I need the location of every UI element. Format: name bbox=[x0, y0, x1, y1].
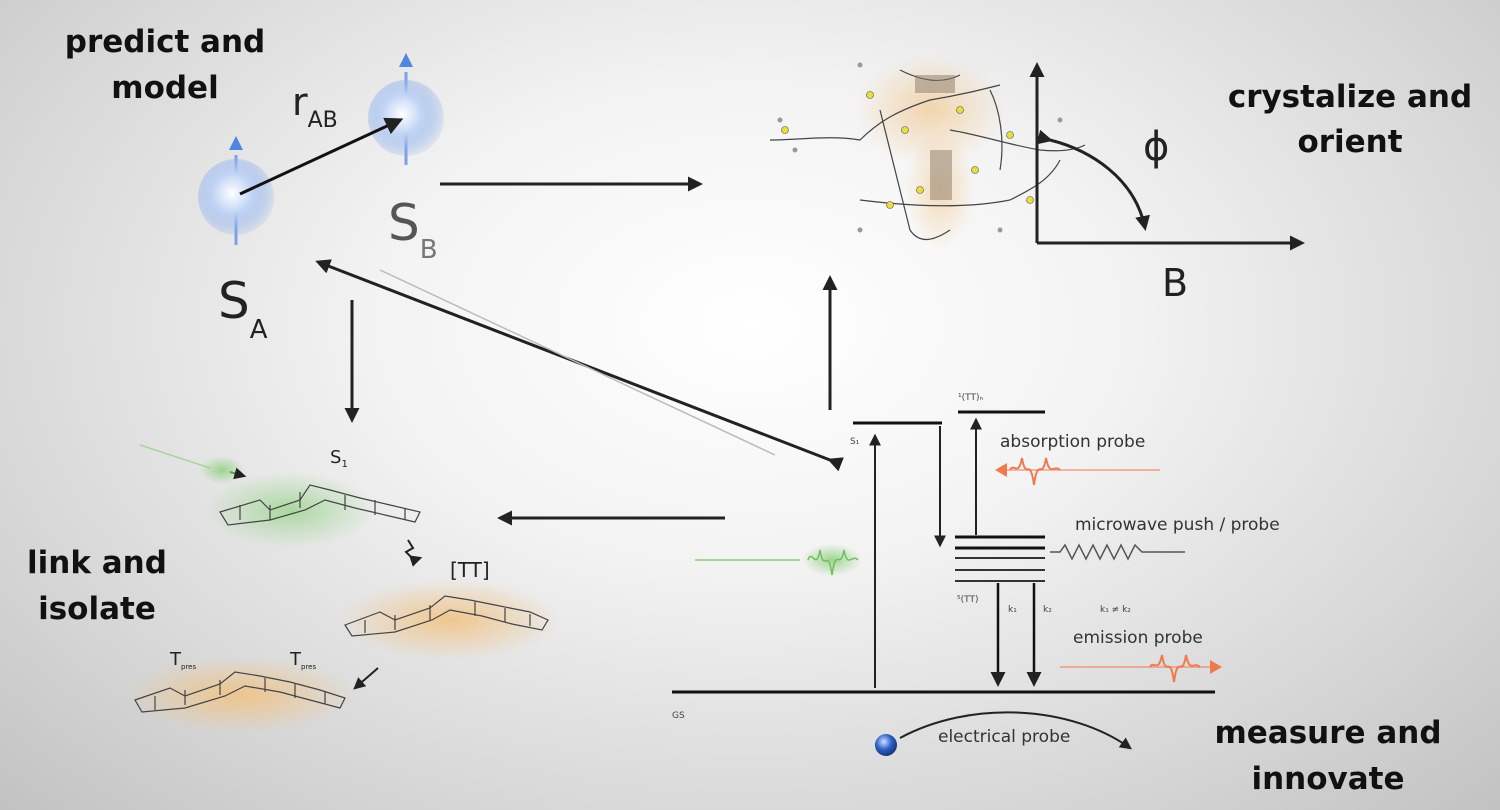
emission-arrow-icon bbox=[1210, 660, 1222, 674]
spin-a-label: SA bbox=[218, 272, 268, 345]
k1-label: k₁ bbox=[1008, 605, 1017, 615]
molecule-tt-label: [TT] bbox=[450, 558, 490, 582]
tt-upper-label: ¹(TT)ₙ bbox=[958, 393, 983, 403]
gs-label: GS bbox=[672, 711, 685, 721]
emission-probe-label: emission probe bbox=[1073, 628, 1203, 648]
electrical-probe-arc bbox=[899, 711, 1132, 750]
molecules: S1 [TT] Tpres Tpres bbox=[125, 444, 560, 733]
k2-label: k₂ bbox=[1043, 605, 1052, 615]
absorption-probe-label: absorption probe bbox=[1000, 432, 1145, 452]
crystal-structure bbox=[769, 55, 1086, 250]
arrow-return-line bbox=[379, 269, 776, 456]
microwave-wave bbox=[1050, 543, 1185, 561]
heading-predict-line1: predict and bbox=[65, 24, 266, 60]
heading-measure-line1: measure and bbox=[1214, 715, 1441, 751]
molecule-tt bbox=[344, 595, 549, 637]
spin-a-sphere bbox=[198, 159, 274, 235]
absorption-probe-pulse bbox=[1009, 457, 1061, 486]
dissociation-arrow bbox=[353, 667, 379, 690]
absorption-arrow-icon bbox=[995, 463, 1007, 477]
field-label: B bbox=[1162, 261, 1188, 305]
heading-crystalize-line1: crystalize and bbox=[1228, 79, 1472, 115]
orientation-axes: ϕ B bbox=[1029, 62, 1305, 305]
heading-link-line2: isolate bbox=[38, 591, 156, 627]
electron-icon bbox=[875, 734, 897, 756]
spin-b-label: SB bbox=[388, 194, 438, 265]
rate-relation-label: k₁ ≠ k₂ bbox=[1100, 605, 1131, 615]
molecule-s1-label: S1 bbox=[330, 447, 348, 470]
spin-model: rAB SA SB bbox=[198, 53, 444, 345]
emission-probe-pulse bbox=[1149, 654, 1201, 683]
microwave-probe-label: microwave push / probe bbox=[1075, 515, 1280, 535]
distance-vector bbox=[239, 117, 404, 196]
heading-predict-line2: model bbox=[111, 70, 218, 106]
molecule-s1 bbox=[219, 484, 421, 526]
heading-link-line1: link and bbox=[27, 545, 167, 581]
tt-label: ⁵(TT) bbox=[957, 595, 978, 605]
spin-a-arrow-icon bbox=[229, 136, 243, 150]
electrical-probe-label: electrical probe bbox=[938, 727, 1070, 747]
spin-b-arrow-icon bbox=[399, 53, 413, 67]
molecule-t-left-label: Tpres bbox=[169, 649, 196, 671]
spin-b-sphere bbox=[368, 80, 444, 156]
energy-diagram: GS S₁ ¹(TT)ₙ ⁵(TT) k₁ k₂ k₁ ≠ k₂ absorpt… bbox=[672, 393, 1280, 756]
pump-pulse-1 bbox=[200, 456, 244, 484]
molecule-t-t bbox=[134, 671, 346, 713]
s1-level-label: S₁ bbox=[850, 437, 860, 447]
distance-label: rAB bbox=[292, 80, 338, 133]
angle-arc bbox=[1036, 129, 1150, 231]
transition-arrow bbox=[404, 539, 423, 567]
heading-measure-line2: innovate bbox=[1251, 761, 1404, 797]
pump-pulse-2 bbox=[802, 544, 862, 576]
angle-label: ϕ bbox=[1143, 124, 1169, 170]
molecule-t-right-label: Tpres bbox=[289, 649, 316, 671]
heading-crystalize-line2: orient bbox=[1297, 124, 1402, 160]
